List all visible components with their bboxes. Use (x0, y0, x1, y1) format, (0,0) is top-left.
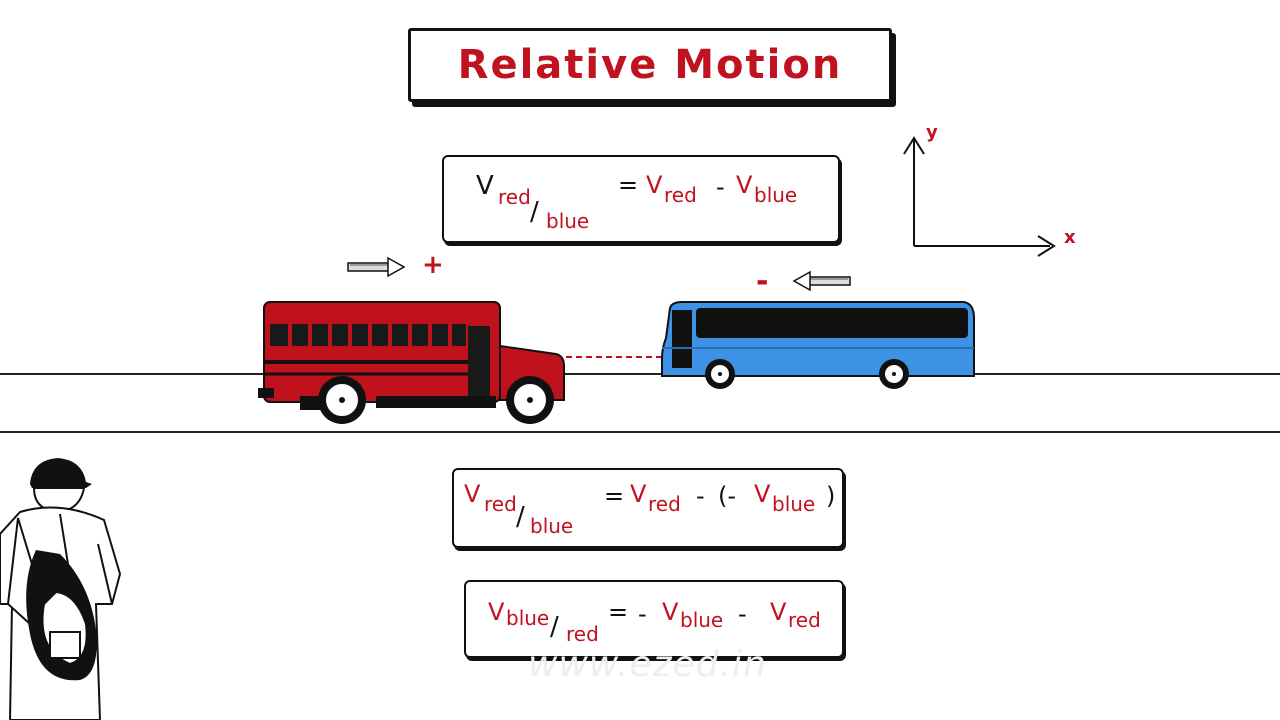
plus-sign: + (422, 250, 444, 280)
blue-bus (661, 301, 975, 389)
eq1-equals: = (618, 171, 639, 199)
eq3-v1: V (662, 598, 679, 626)
eq3-lhs-sub2: red (566, 622, 599, 646)
equation-1: V (476, 171, 494, 201)
equation-1-box: V red / blue = V red - V blue (442, 155, 840, 243)
y-axis-label: y (926, 122, 938, 143)
distance-line (566, 356, 662, 358)
eq1-v1: V (646, 171, 663, 199)
right-arrow-icon (347, 256, 406, 278)
eq2-v1: V (630, 480, 647, 508)
watermark: www.ezed.in (528, 644, 767, 685)
title-box: Relative Motion (408, 28, 892, 102)
student-with-backpack (0, 458, 122, 720)
eq2-equals: = (604, 482, 625, 510)
eq1-lhs-v: V (476, 171, 494, 201)
eq2-lhs-v: V (464, 480, 481, 508)
eq3-equals: = (608, 598, 629, 626)
x-axis-label: x (1064, 227, 1076, 248)
eq3-v2: V (770, 598, 787, 626)
eq3-v2-sub: red (788, 608, 821, 632)
eq2-paren-close: ) (826, 482, 836, 510)
eq2-lhs-slash: / (516, 502, 525, 532)
eq1-minus: - (716, 173, 725, 201)
minus-sign: - (756, 264, 769, 299)
eq1-v2: V (736, 171, 753, 199)
left-arrow-icon (792, 270, 851, 292)
eq3-minus: - (738, 600, 747, 628)
eq3-neg: - (638, 600, 647, 628)
eq2-v2-sub: blue (772, 492, 816, 516)
road-line-bottom (0, 431, 1280, 433)
eq2-lhs-sub1: red (484, 492, 517, 516)
eq3-lhs-sub1: blue (506, 606, 550, 630)
eq1-v1-sub: red (664, 183, 697, 207)
road-line-top (0, 373, 1280, 375)
eq2-minus: - (696, 482, 705, 510)
eq1-lhs-sub1: red (498, 185, 531, 209)
equation-2-box: V red / blue = V red - (- V blue ) (452, 468, 844, 548)
eq2-lhs-sub2: blue (530, 514, 574, 538)
xy-axes (903, 136, 1056, 257)
eq1-lhs-sub2: blue (546, 209, 590, 233)
eq2-paren-open: (- (718, 482, 737, 510)
eq3-v1-sub: blue (680, 608, 724, 632)
eq2-v1-sub: red (648, 492, 681, 516)
eq1-v2-sub: blue (754, 183, 798, 207)
eq1-lhs-slash: / (530, 197, 539, 227)
eq3-lhs-slash: / (550, 612, 559, 642)
red-school-bus (258, 301, 565, 424)
eq3-lhs-v: V (488, 598, 505, 626)
page-title: Relative Motion (457, 42, 843, 88)
equation-3-box: V blue / red = - V blue - V red (464, 580, 844, 658)
eq2-v2: V (754, 480, 771, 508)
